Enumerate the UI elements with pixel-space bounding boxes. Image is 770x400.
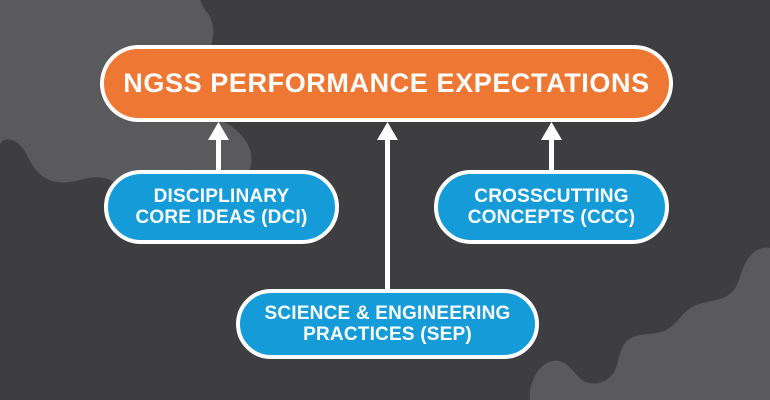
node-label-disciplinary-core-ideas: DISCIPLINARY CORE IDEAS (DCI) bbox=[135, 185, 308, 228]
node-label-ngss-performance-expectations: NGSS PERFORMANCE EXPECTATIONS bbox=[123, 68, 650, 99]
arrow-sep-to-pe bbox=[377, 122, 398, 289]
node-label-science-engineering-practices: SCIENCE & ENGINEERING PRACTICES (SEP) bbox=[264, 302, 511, 345]
node-disciplinary-core-ideas[interactable]: DISCIPLINARY CORE IDEAS (DCI) bbox=[104, 170, 339, 244]
arrow-dci-to-pe bbox=[208, 122, 229, 170]
arrow-ccc-to-pe bbox=[541, 122, 562, 170]
node-ngss-performance-expectations[interactable]: NGSS PERFORMANCE EXPECTATIONS bbox=[100, 45, 673, 122]
node-label-crosscutting-concepts: CROSSCUTTING CONCEPTS (CCC) bbox=[467, 185, 636, 228]
background-blob-bottom-right bbox=[529, 247, 770, 400]
node-crosscutting-concepts[interactable]: CROSSCUTTING CONCEPTS (CCC) bbox=[434, 170, 669, 244]
node-science-engineering-practices[interactable]: SCIENCE & ENGINEERING PRACTICES (SEP) bbox=[236, 289, 539, 359]
